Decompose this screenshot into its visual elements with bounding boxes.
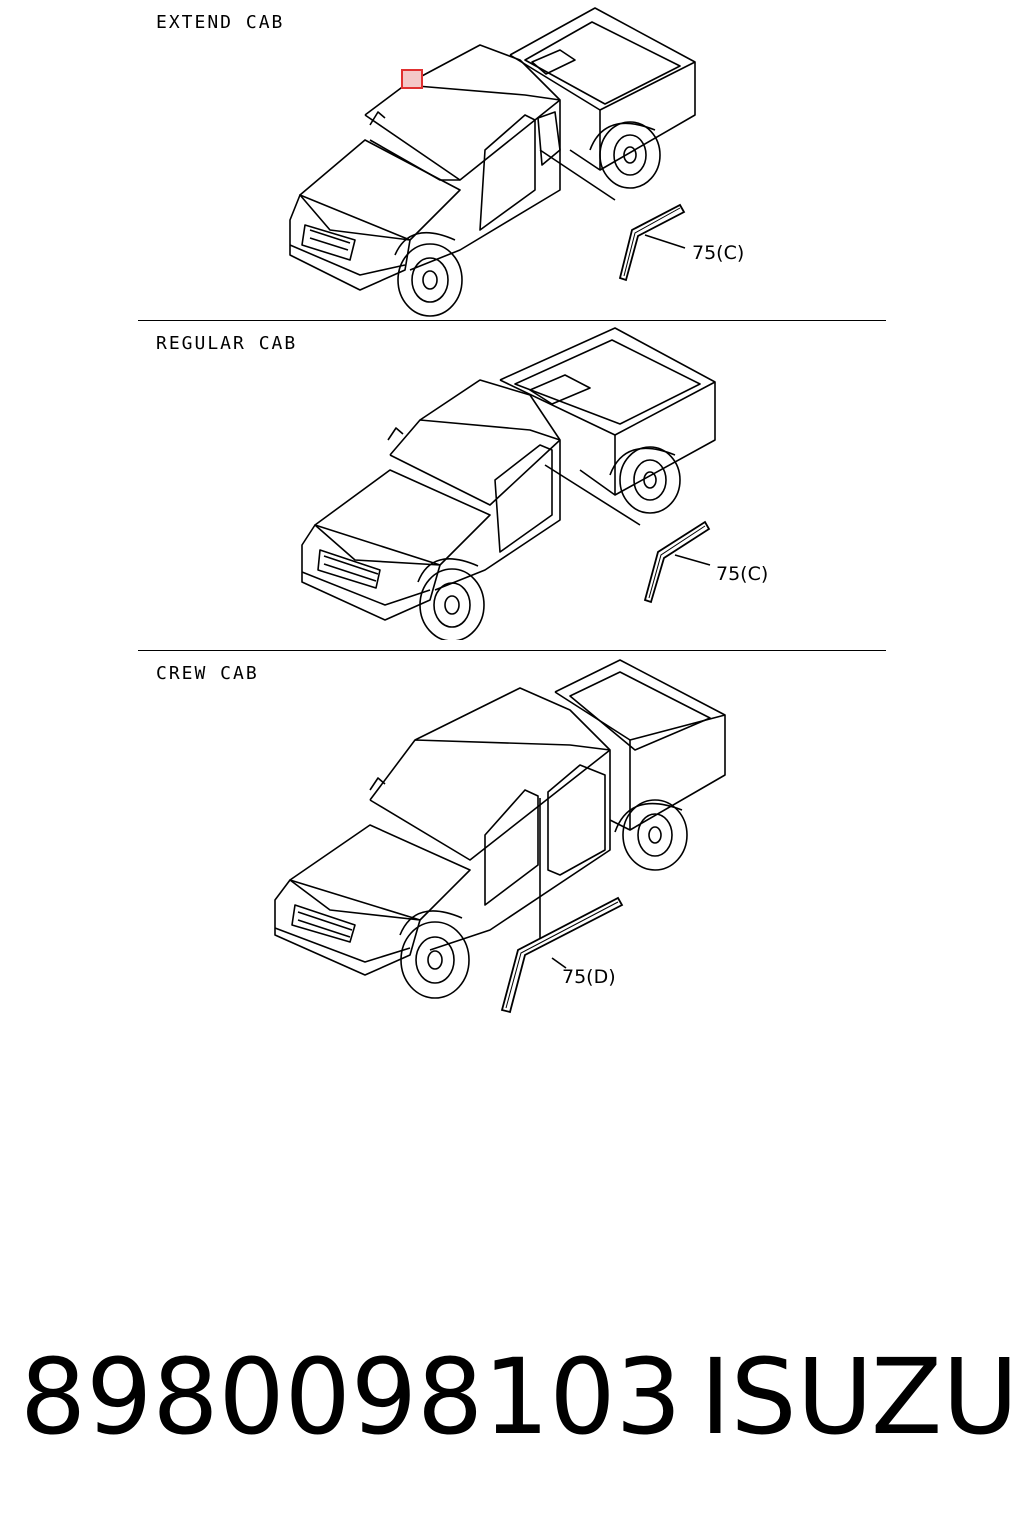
extend-cab-truck-illustration [289, 7, 696, 317]
panel-title-extend-cab: EXTEND CAB [156, 12, 285, 33]
regular-cab-callout: 75(C) [716, 563, 769, 585]
panel-title-regular-cab: REGULAR CAB [156, 333, 298, 354]
panel-title-crew-cab: CREW CAB [156, 663, 259, 684]
divider-2 [138, 650, 886, 651]
brand-name: ISUZU [700, 1336, 1019, 1458]
extend-cab-callout: 75(C) [692, 242, 745, 264]
regular-cab-truck-illustration [301, 327, 716, 640]
crew-cab-truck-illustration [274, 659, 726, 1014]
divider-1 [138, 320, 886, 321]
crew-cab-callout: 75(D) [562, 966, 616, 988]
part-number: 8980098103 [20, 1336, 682, 1458]
